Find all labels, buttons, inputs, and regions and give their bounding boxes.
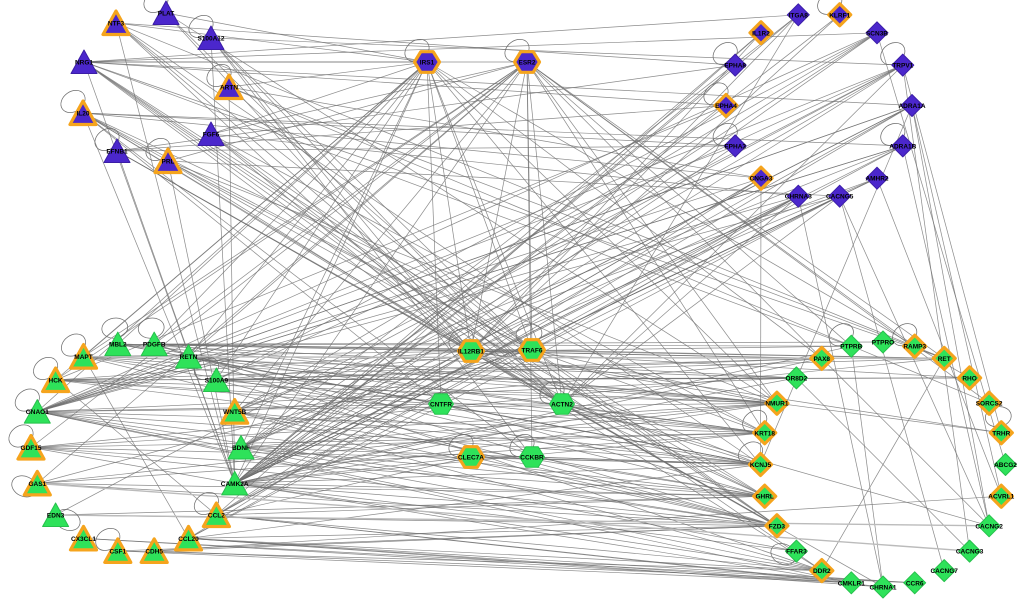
- svg-text:RETN: RETN: [180, 354, 198, 361]
- svg-text:CHRNA3: CHRNA3: [785, 194, 812, 201]
- svg-text:CACNG7: CACNG7: [930, 568, 958, 575]
- svg-text:SCN3B: SCN3B: [866, 30, 888, 37]
- svg-text:PLAT: PLAT: [158, 11, 175, 18]
- svg-text:EPHA8: EPHA8: [724, 63, 746, 70]
- svg-text:ITGA8: ITGA8: [789, 12, 809, 19]
- svg-text:PAX8: PAX8: [814, 356, 831, 363]
- svg-text:ACVRL1: ACVRL1: [988, 494, 1014, 501]
- svg-text:SORCS2: SORCS2: [976, 401, 1003, 408]
- svg-text:CNTFR: CNTFR: [430, 402, 452, 409]
- svg-text:MBL2: MBL2: [109, 342, 127, 349]
- svg-text:KRT18: KRT18: [754, 430, 775, 437]
- svg-text:TRHR: TRHR: [992, 430, 1010, 437]
- svg-text:RET: RET: [938, 356, 951, 363]
- svg-text:IL20: IL20: [76, 111, 89, 118]
- svg-text:CCL2: CCL2: [208, 513, 225, 520]
- svg-text:NRG1: NRG1: [75, 60, 93, 67]
- svg-text:RHO: RHO: [962, 375, 976, 382]
- svg-text:RAMP3: RAMP3: [903, 344, 926, 351]
- svg-text:WNT5B: WNT5B: [223, 409, 246, 416]
- svg-text:FGF6: FGF6: [203, 132, 220, 139]
- svg-text:KCNJ5: KCNJ5: [750, 462, 772, 469]
- svg-text:CCKBR: CCKBR: [520, 455, 544, 462]
- svg-text:ABCG2: ABCG2: [994, 462, 1017, 469]
- svg-text:BDNF: BDNF: [232, 445, 250, 452]
- svg-text:CACNG2: CACNG2: [975, 523, 1003, 530]
- svg-text:ESR2: ESR2: [519, 60, 536, 67]
- svg-text:S100A9: S100A9: [205, 378, 229, 385]
- svg-text:S100A12: S100A12: [197, 36, 224, 43]
- svg-text:OR8D2: OR8D2: [786, 375, 808, 382]
- svg-text:CACNG5: CACNG5: [826, 194, 854, 201]
- svg-text:PTPRO: PTPRO: [872, 340, 894, 347]
- svg-text:IRS1: IRS1: [420, 60, 435, 67]
- svg-text:CDH5: CDH5: [145, 548, 163, 555]
- svg-text:TRAF6: TRAF6: [522, 348, 543, 355]
- svg-text:NTF3: NTF3: [108, 21, 125, 28]
- svg-text:GAS1: GAS1: [28, 481, 46, 488]
- svg-text:HCK: HCK: [49, 378, 63, 385]
- svg-text:CSF1: CSF1: [109, 548, 126, 555]
- svg-text:FZD3: FZD3: [769, 523, 786, 530]
- svg-text:EPHA4: EPHA4: [715, 103, 737, 110]
- svg-text:CAMK2A: CAMK2A: [221, 481, 249, 488]
- svg-text:EPHA3: EPHA3: [724, 143, 746, 150]
- svg-text:CX3CL1: CX3CL1: [71, 536, 96, 543]
- svg-text:CHRNA1: CHRNA1: [869, 585, 896, 592]
- svg-text:CCR6: CCR6: [906, 580, 924, 587]
- svg-text:IL1R2: IL1R2: [752, 30, 770, 37]
- svg-text:CLEC7A: CLEC7A: [458, 455, 484, 462]
- svg-text:GHRL: GHRL: [755, 494, 773, 501]
- svg-text:FFAR3: FFAR3: [786, 549, 807, 556]
- svg-text:IL12RB1: IL12RB1: [458, 349, 484, 356]
- svg-text:ARTN: ARTN: [220, 85, 238, 92]
- svg-text:CMKLR1: CMKLR1: [838, 580, 865, 587]
- svg-text:DDR2: DDR2: [813, 568, 831, 575]
- svg-text:GNAO1: GNAO1: [26, 409, 50, 416]
- svg-text:PDGFB: PDGFB: [143, 342, 166, 349]
- svg-text:AMHR2: AMHR2: [865, 176, 888, 183]
- svg-text:NMUR1: NMUR1: [765, 401, 788, 408]
- svg-text:CNGA3: CNGA3: [750, 176, 773, 183]
- svg-text:PTPRB: PTPRB: [840, 344, 862, 351]
- svg-text:PRL: PRL: [162, 159, 175, 166]
- svg-text:ACTN2: ACTN2: [551, 402, 573, 409]
- svg-text:ADRA1B: ADRA1B: [889, 143, 916, 150]
- svg-text:EFNB1: EFNB1: [106, 149, 128, 156]
- svg-text:MAPT: MAPT: [74, 354, 92, 361]
- svg-text:ADRA1A: ADRA1A: [898, 103, 925, 110]
- svg-text:CCL20: CCL20: [178, 536, 199, 543]
- svg-text:GDF15: GDF15: [21, 445, 42, 452]
- svg-text:EDN3: EDN3: [47, 513, 65, 520]
- svg-text:TRPV1: TRPV1: [892, 63, 913, 70]
- svg-text:KLRF1: KLRF1: [829, 12, 850, 19]
- svg-text:CACNG3: CACNG3: [956, 549, 984, 556]
